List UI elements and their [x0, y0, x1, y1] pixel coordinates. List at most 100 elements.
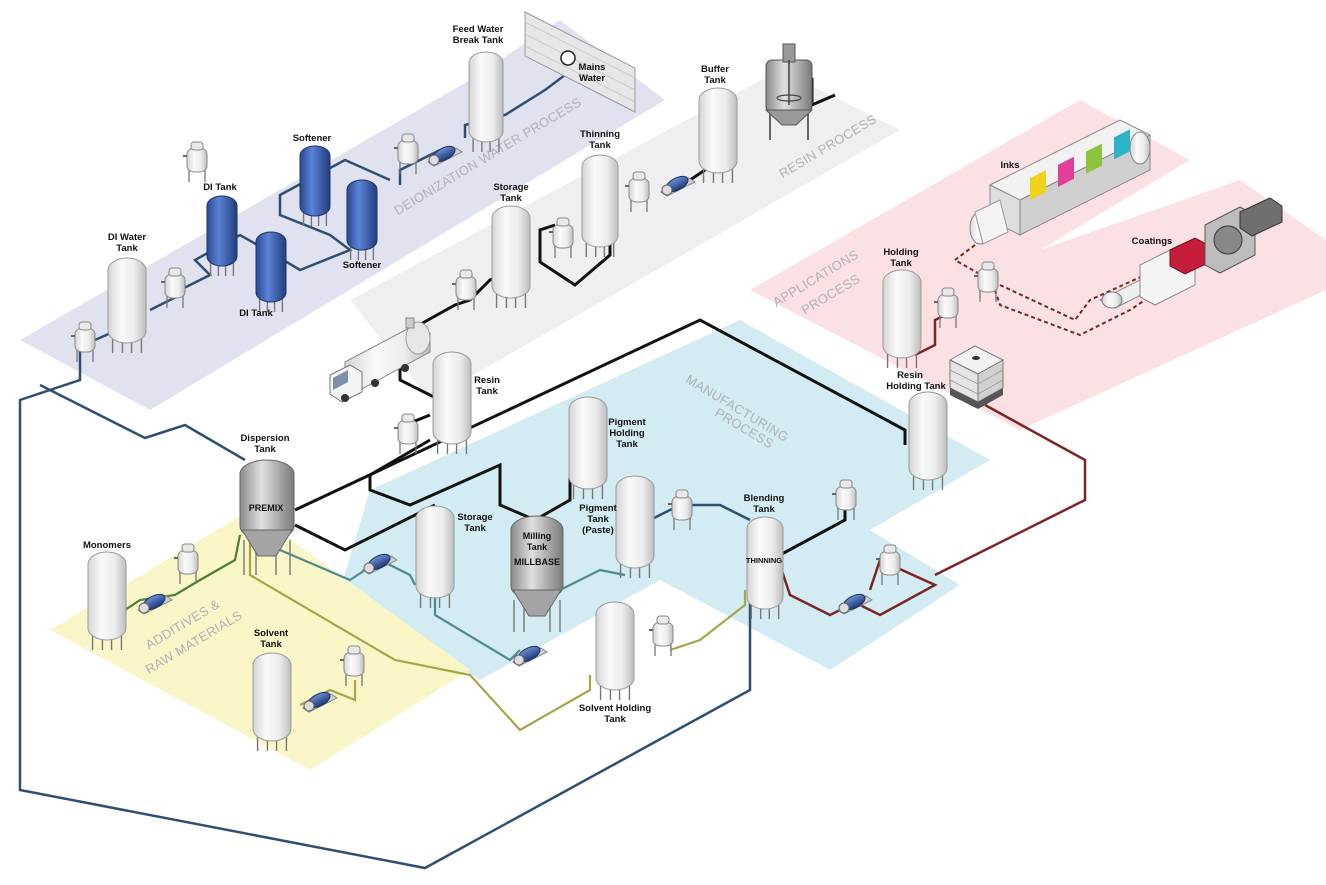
- pipe-main-loop: [18, 345, 752, 870]
- zone-deionization: [20, 20, 665, 410]
- pump-icon: [837, 593, 873, 615]
- label-holding-1: Holding: [883, 247, 919, 258]
- label-mains-2: Water: [579, 73, 605, 84]
- filter-icon: [161, 267, 186, 308]
- tank-icon: [432, 351, 472, 454]
- label-softener-bottom: Softener: [343, 260, 382, 271]
- filter-icon: [340, 645, 365, 686]
- filter-icon: [549, 217, 574, 258]
- label-solvent-holding-1: Solvent Holding: [579, 703, 652, 714]
- label-di-tank-bottom: DI Tank: [239, 308, 273, 319]
- label-resin-holding-2: Holding Tank: [886, 381, 946, 392]
- label-milling-2: Tank: [527, 542, 548, 552]
- pipe-di-to-dispersion: [39, 383, 246, 462]
- tank-icon: [581, 154, 619, 257]
- pipe-softener-loop: [179, 158, 391, 292]
- tank-icon: [468, 51, 504, 152]
- pipe-dashed-coatings-1: [994, 289, 1161, 337]
- green-pipes: [124, 534, 242, 611]
- label-di-water-1: DI Water: [108, 232, 146, 243]
- mains-water-wall-icon: [524, 11, 636, 113]
- tank-icon: [107, 257, 147, 353]
- tank-icon: [615, 475, 655, 578]
- pipe-to-tote: [934, 403, 1087, 577]
- label-solvent-1: Solvent: [254, 628, 289, 639]
- tank-icon: [252, 652, 292, 751]
- label-resin-tank-2: Tank: [476, 386, 498, 397]
- label-storage-top-2: Tank: [500, 193, 522, 204]
- tank-icon: [882, 269, 922, 368]
- label-dispersion-2: Tank: [254, 444, 276, 455]
- pipe-monomers: [124, 534, 242, 611]
- label-solvent-2: Tank: [260, 639, 282, 650]
- label-softener-top: Softener: [293, 133, 332, 144]
- pipe-truck: [409, 298, 471, 332]
- tank-icon: [299, 145, 331, 226]
- tank-icon: [415, 505, 455, 608]
- label-pigment-holding-1: Pigment: [608, 417, 646, 428]
- pipe-to-pigment-paste: [649, 503, 751, 522]
- label-solvent-holding-2: Tank: [604, 714, 626, 725]
- label-premix: PREMIX: [249, 503, 284, 513]
- filter-icon: [974, 261, 999, 302]
- label-storage-mid-2: Tank: [464, 523, 486, 534]
- label-pigment-holding-3: Tank: [616, 439, 638, 450]
- pipe-red-loop: [859, 558, 938, 617]
- printing-press-icon: [969, 119, 1152, 245]
- tank-icon: [568, 396, 608, 499]
- filter-icon: [452, 269, 477, 310]
- pipe-big-loop: [294, 318, 907, 512]
- labels: Feed Water Break Tank Mains Water Soften…: [83, 24, 1172, 725]
- zone-additives: [50, 510, 470, 770]
- coating-machine-icon: [1098, 197, 1283, 309]
- label-buffer-1: Buffer: [701, 64, 729, 75]
- label-resin-holding-1: Resin: [897, 370, 923, 381]
- label-millbase: MILLBASE: [514, 557, 560, 567]
- reactor-icon: [764, 43, 814, 140]
- zone-manufacturing: [340, 320, 990, 680]
- label-coatings: Coatings: [1132, 236, 1173, 247]
- tank-icon: [595, 601, 635, 700]
- equipment: [71, 51, 999, 751]
- label-storage-top-1: Storage: [493, 182, 528, 193]
- pipe-premix-loop: [294, 503, 436, 552]
- tank-icon: [346, 179, 378, 260]
- filter-icon: [394, 133, 419, 174]
- filter-icon: [625, 171, 650, 212]
- label-thinning-on-tank: THINNING: [746, 556, 782, 565]
- water-pipes: [18, 74, 752, 870]
- filter-icon: [174, 543, 199, 584]
- pipe-storage-to-milling: [433, 595, 521, 662]
- tank-icon: [698, 87, 738, 183]
- label-monomers: Monomers: [83, 540, 131, 551]
- label-dispersion-1: Dispersion: [240, 433, 289, 444]
- pump-icon: [137, 593, 173, 615]
- label-pigment-paste-2: Tank: [587, 514, 609, 525]
- zone-resin: [350, 70, 900, 400]
- label-di-water-2: Tank: [116, 243, 138, 254]
- filter-icon: [71, 321, 96, 362]
- label-thinning-2: Tank: [589, 140, 611, 151]
- pump-icon: [427, 145, 463, 167]
- pipe-solvent-main: [248, 540, 592, 732]
- label-pigment-paste-3: (Paste): [582, 525, 614, 536]
- pump-icon: [660, 175, 696, 197]
- pipe-thinning-loop: [538, 215, 612, 287]
- filter-icon: [876, 544, 901, 585]
- tank-icon: [746, 516, 784, 619]
- label-resin-tank-1: Resin: [474, 375, 500, 386]
- label-feed-water-1: Feed Water: [453, 24, 504, 35]
- label-inks: Inks: [1000, 160, 1019, 171]
- tank-icon: [908, 391, 948, 490]
- label-storage-mid-1: Storage: [457, 512, 492, 523]
- tote-icon: [948, 345, 1005, 409]
- label-blending-2: Tank: [753, 504, 775, 515]
- filter-icon: [832, 479, 857, 520]
- truck-icon: [329, 317, 431, 403]
- pipe-mains-to-feed: [463, 74, 566, 138]
- label-pigment-holding-2: Holding: [609, 428, 645, 439]
- filter-icon: [183, 141, 208, 182]
- label-pigment-paste-1: Pigment: [579, 503, 617, 514]
- label-milling-1: Milling: [523, 531, 552, 541]
